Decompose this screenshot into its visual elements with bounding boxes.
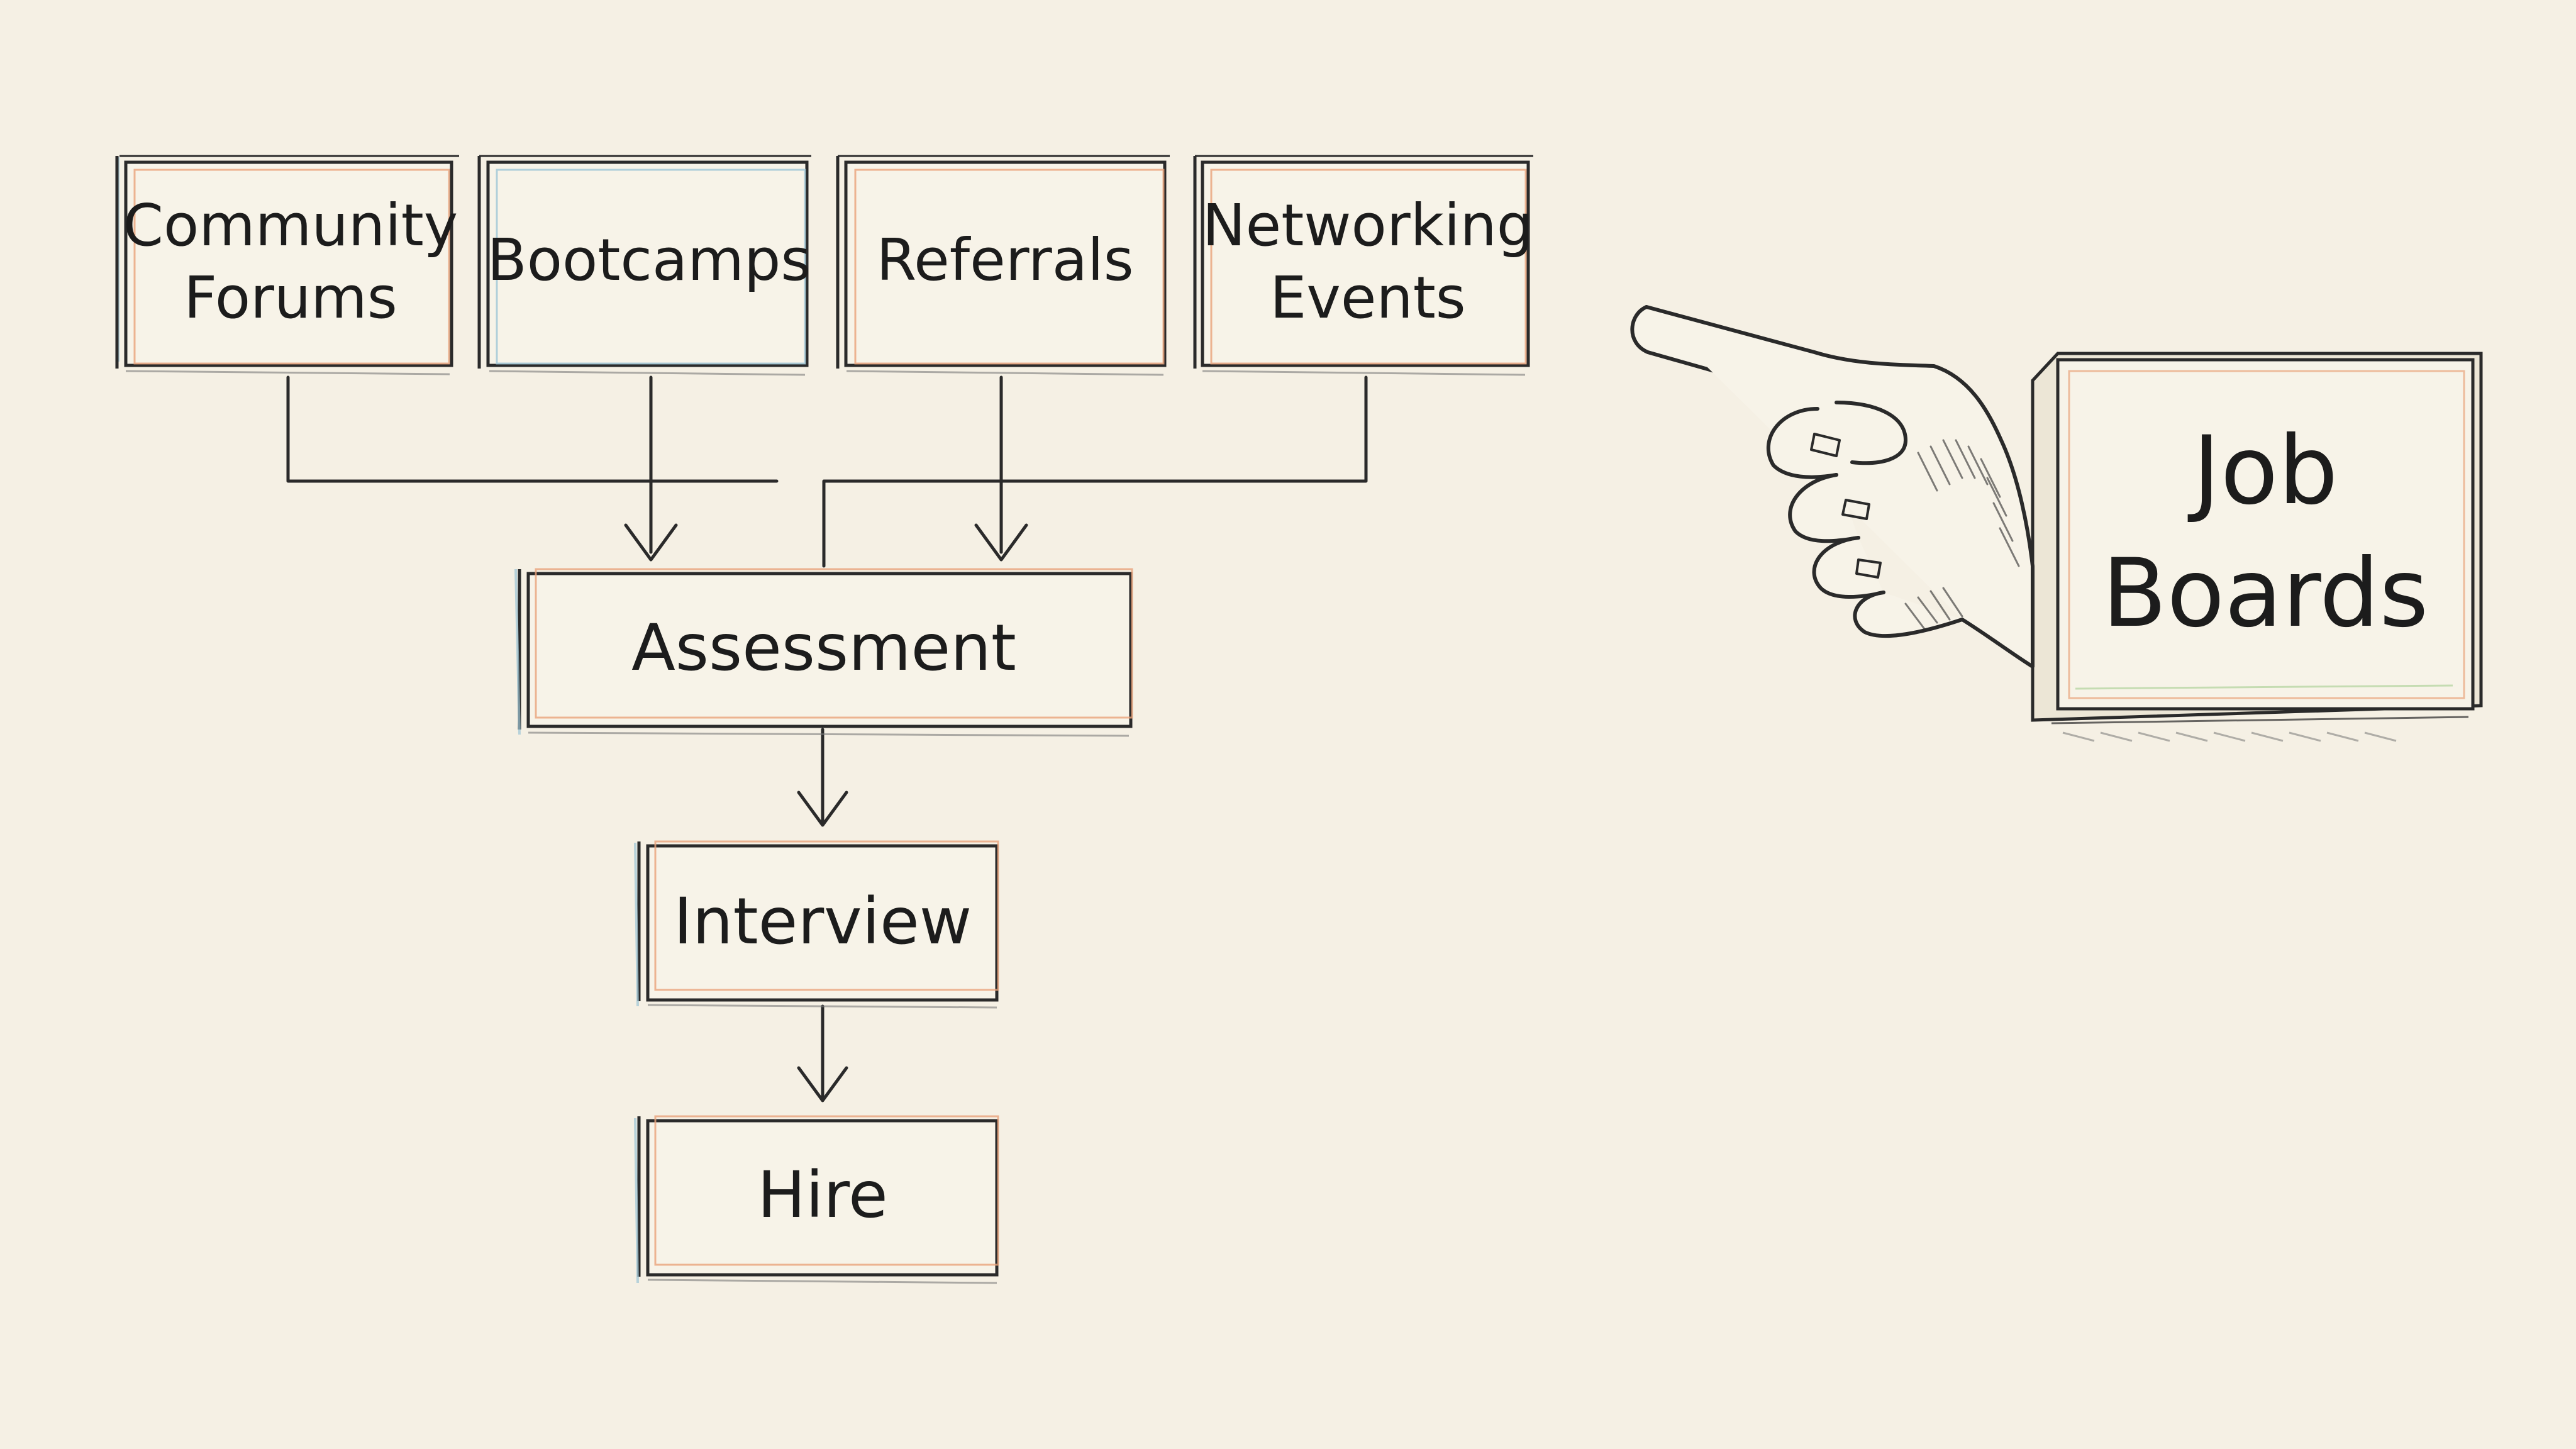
arrow-assessment-interview	[797, 791, 848, 827]
pipeline-label-hire: Hire	[757, 1158, 888, 1233]
source-label-referrals: Referrals	[876, 226, 1133, 294]
source-label-community-forums-line2: Forums	[184, 264, 397, 331]
source-label-community-forums-line1: Community	[123, 192, 458, 259]
source-box-networking-events: Networking Events	[1193, 155, 1533, 376]
arrow-referrals-assessment	[974, 523, 1028, 562]
pipeline-box-interview: Interview	[634, 840, 999, 1009]
job-boards-label-line1: Job	[2187, 416, 2338, 526]
connector-networking-events	[822, 375, 1368, 568]
source-label-networking-events-line2: Events	[1270, 264, 1466, 331]
pipeline-label-interview: Interview	[674, 884, 972, 959]
job-boards-box: Job Boards	[2031, 352, 2483, 742]
pipeline-box-assessment: Assessment	[514, 568, 1133, 737]
arrow-bootcamps-assessment	[624, 523, 678, 562]
arrow-interview-hire	[797, 1066, 848, 1102]
job-boards-label-line2: Boards	[2102, 539, 2429, 648]
source-box-referrals: Referrals	[836, 155, 1170, 376]
source-label-bootcamps: Bootcamps	[487, 226, 811, 294]
connectors	[286, 375, 1368, 1102]
pointing-hand-icon	[1630, 305, 2035, 669]
source-box-bootcamps: Bootcamps	[477, 155, 811, 376]
source-label-networking-events-line1: Networking	[1202, 192, 1533, 259]
connector-community-forums	[286, 375, 779, 483]
pipeline-box-hire: Hire	[634, 1115, 999, 1284]
pipeline-label-assessment: Assessment	[631, 611, 1016, 686]
source-box-community-forums: Community Forums	[115, 155, 459, 375]
